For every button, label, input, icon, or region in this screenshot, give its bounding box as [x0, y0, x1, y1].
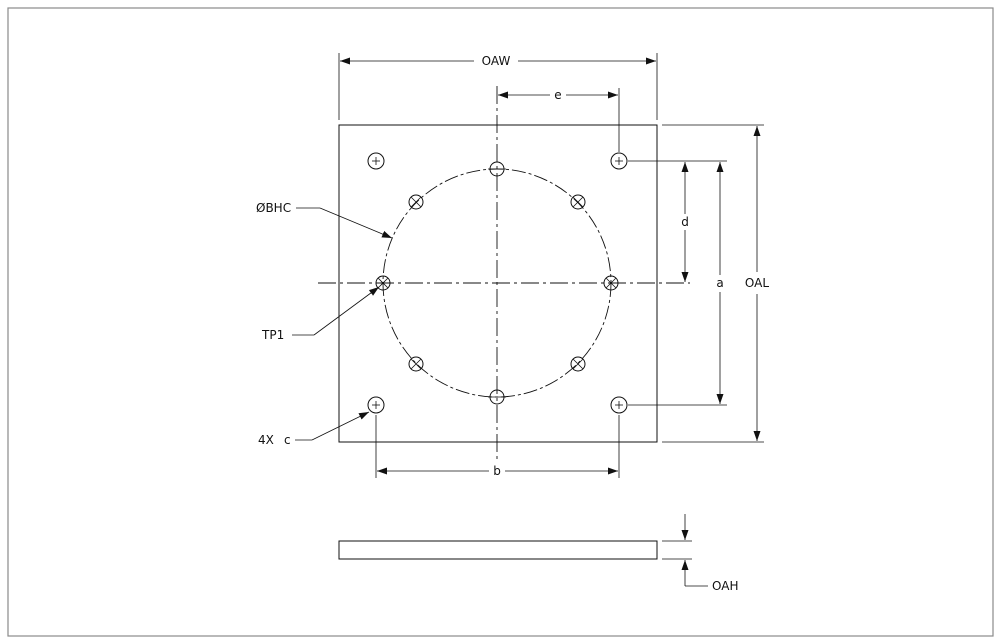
- bhc-label: ØBHC: [256, 201, 291, 215]
- b-label: b: [493, 464, 501, 478]
- corner-hole: [367, 396, 385, 414]
- a-label: a: [716, 276, 723, 290]
- d-label: d: [681, 215, 689, 229]
- holes-c-label: c: [284, 433, 291, 447]
- bhc-callout: ØBHC: [256, 201, 393, 239]
- oah-label: OAH: [712, 579, 738, 593]
- bolt-hole: [375, 275, 391, 291]
- bolt-hole: [570, 194, 586, 210]
- plate-outline: [338, 124, 658, 443]
- oaw-label: OAW: [482, 54, 511, 68]
- corner-hole-callout: 4X c: [258, 411, 370, 447]
- bolt-hole: [408, 356, 424, 372]
- tp1-label: TP1: [261, 328, 284, 342]
- oal-label: OAL: [745, 276, 769, 290]
- corner-hole: [610, 152, 628, 170]
- top-view: OAW e b OAL a d ØBHC: [256, 53, 769, 478]
- bolt-hole: [488, 389, 506, 405]
- drawing-border: [7, 7, 994, 637]
- bolt-hole: [408, 194, 424, 210]
- bolt-hole: [603, 275, 619, 291]
- tp1-callout: TP1: [261, 286, 380, 342]
- e-label: e: [554, 88, 561, 102]
- corner-hole: [367, 152, 385, 170]
- plate-side-outline: [338, 540, 658, 560]
- corner-hole: [610, 396, 628, 414]
- side-view: OAH: [338, 514, 738, 593]
- bolt-hole: [570, 356, 586, 372]
- holes-count-label: 4X: [258, 433, 274, 447]
- bolt-hole: [488, 161, 506, 177]
